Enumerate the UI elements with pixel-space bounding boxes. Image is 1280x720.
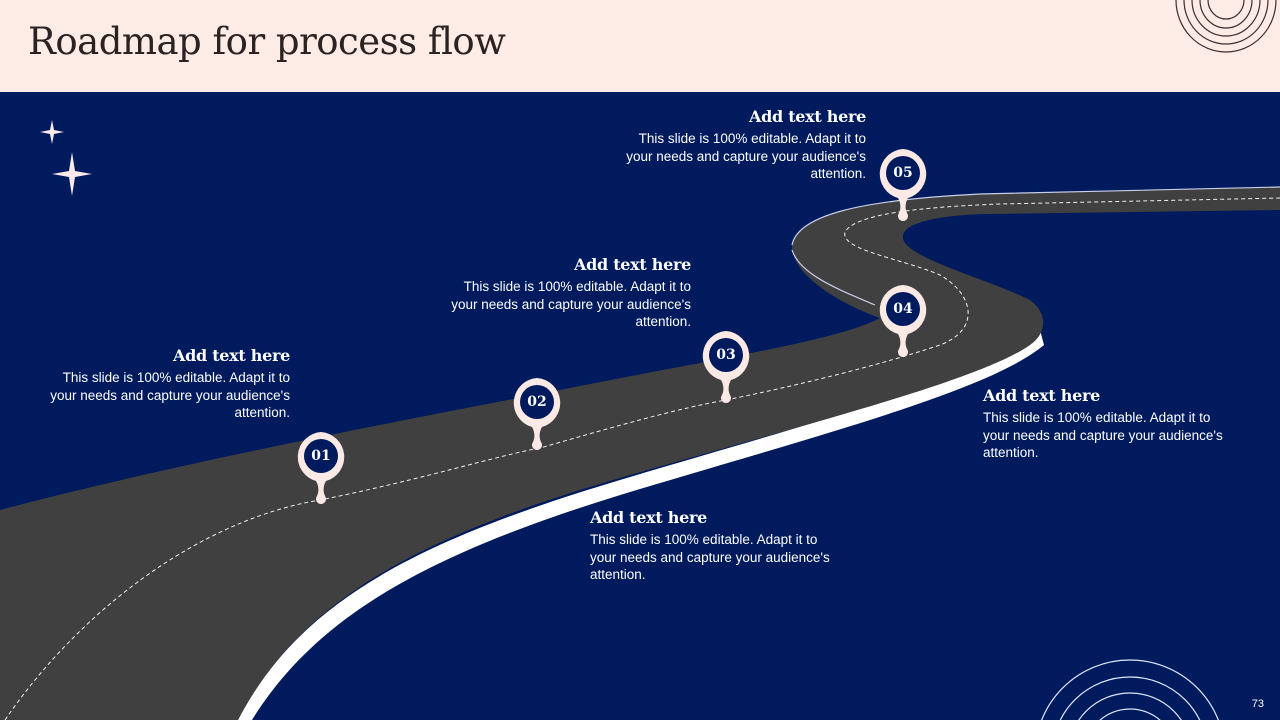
milestone-pin-01[interactable]: 01 — [296, 432, 346, 512]
header-bar: Roadmap for process flow — [0, 0, 1280, 92]
step-text-05: Add text here This slide is 100% editabl… — [616, 107, 866, 183]
step-heading: Add text here — [749, 107, 866, 126]
step-body: This slide is 100% editable. Adapt it to… — [451, 279, 691, 329]
step-heading: Add text here — [574, 255, 691, 274]
page-number: 73 — [1251, 698, 1264, 710]
map-pin-icon — [702, 331, 750, 403]
step-heading: Add text here — [590, 508, 707, 527]
milestone-number: 02 — [527, 394, 547, 410]
milestone-pin-03[interactable]: 03 — [701, 331, 751, 411]
step-body: This slide is 100% editable. Adapt it to… — [50, 370, 290, 420]
milestone-pin-02[interactable]: 02 — [512, 378, 562, 458]
concentric-arcs-bottom-icon — [1041, 659, 1219, 720]
map-pin-icon — [879, 149, 927, 221]
step-heading: Add text here — [983, 386, 1100, 405]
map-pin-icon — [879, 285, 927, 357]
step-text-03: Add text here This slide is 100% editabl… — [441, 255, 691, 331]
sparkle-icon — [40, 120, 64, 144]
road-surface — [0, 187, 1280, 720]
milestone-number: 05 — [893, 165, 913, 181]
milestone-number: 01 — [311, 448, 331, 464]
map-pin-icon — [297, 432, 345, 504]
milestone-number: 04 — [893, 301, 913, 317]
milestone-pin-05[interactable]: 05 — [878, 149, 928, 229]
step-body: This slide is 100% editable. Adapt it to… — [590, 532, 830, 582]
road-center-line — [4, 197, 1280, 720]
page-title: Roadmap for process flow — [28, 20, 506, 63]
sparkle-icon — [52, 152, 92, 196]
step-text-02: Add text here This slide is 100% editabl… — [590, 508, 830, 584]
map-pin-icon — [513, 378, 561, 450]
concentric-arcs-top-icon — [1175, 0, 1277, 53]
step-body: This slide is 100% editable. Adapt it to… — [626, 131, 866, 181]
step-text-01: Add text here This slide is 100% editabl… — [40, 346, 290, 422]
step-body: This slide is 100% editable. Adapt it to… — [983, 410, 1223, 460]
milestone-number: 03 — [716, 347, 736, 363]
road-edge — [238, 330, 1044, 720]
milestone-pin-04[interactable]: 04 — [878, 285, 928, 365]
step-text-04: Add text here This slide is 100% editabl… — [983, 386, 1223, 462]
step-heading: Add text here — [173, 346, 290, 365]
